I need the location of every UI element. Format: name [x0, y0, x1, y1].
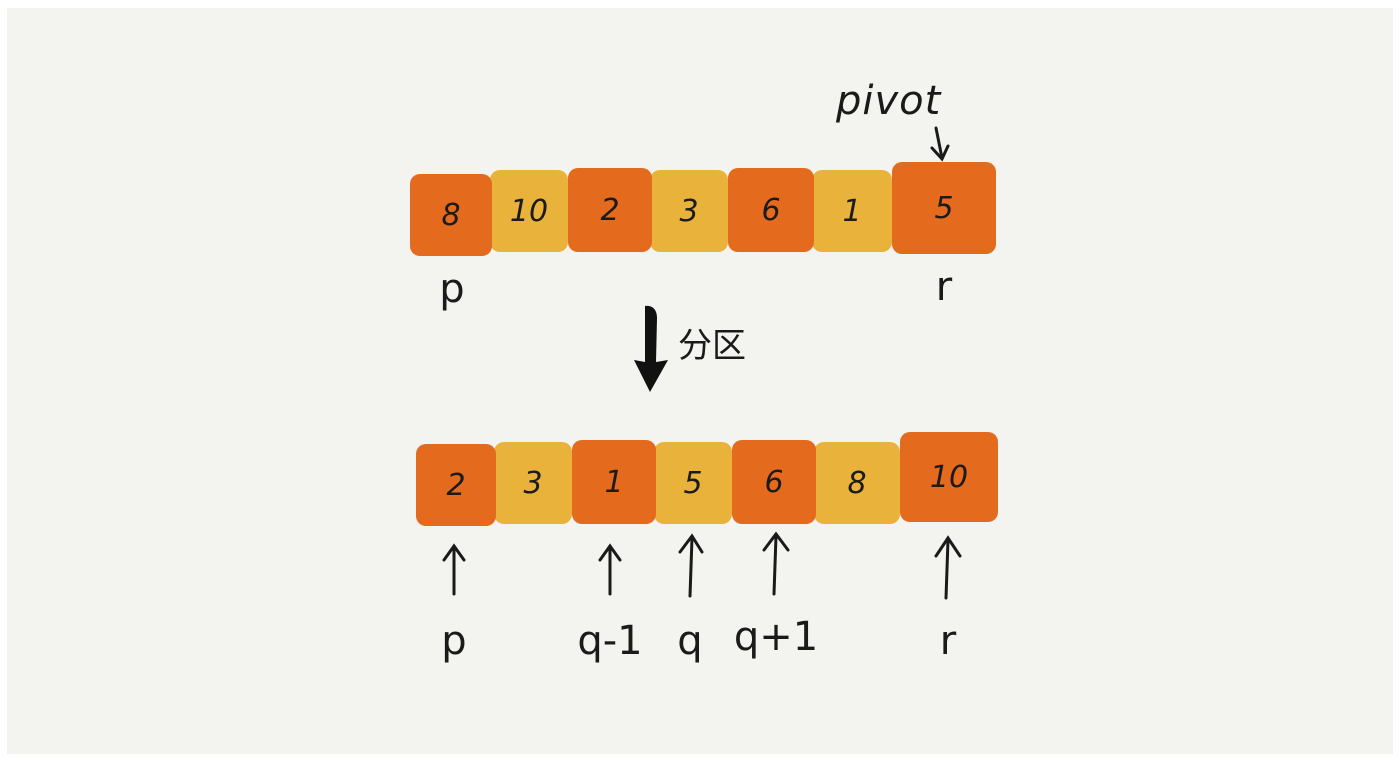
- top-cell-pivot: 5: [892, 162, 996, 254]
- top-cell: 2: [568, 168, 652, 252]
- partition-label: 分区: [678, 326, 746, 366]
- top-cell: 1: [812, 170, 892, 252]
- top-cell: 3: [650, 170, 728, 252]
- diagram-canvas: [7, 8, 1393, 754]
- bottom-pointer-q: q: [677, 618, 703, 664]
- bottom-pointer-p: p: [441, 618, 467, 664]
- bottom-pointer-q-minus-1: q-1: [577, 618, 643, 664]
- pivot-label: pivot: [836, 78, 942, 124]
- top-pointer-r: r: [935, 264, 953, 310]
- top-cell: 10: [490, 170, 568, 252]
- top-cell: 6: [728, 168, 814, 252]
- bottom-cell: 8: [814, 442, 900, 524]
- bottom-cell: 1: [572, 440, 656, 524]
- bottom-cell: 3: [494, 442, 572, 524]
- bottom-cell: 6: [732, 440, 816, 524]
- bottom-pointer-r: r: [939, 618, 957, 664]
- top-pointer-p: p: [439, 266, 465, 312]
- bottom-cell: 2: [416, 444, 496, 526]
- bottom-pointer-q-plus-1: q+1: [733, 614, 819, 660]
- array-after-partition: 2 3 1 5 6 8 10: [416, 432, 998, 526]
- bottom-cell: 10: [900, 432, 998, 522]
- top-cell: 8: [410, 174, 492, 256]
- bottom-cell: 5: [654, 442, 732, 524]
- array-before-partition: 8 10 2 3 6 1 5: [410, 162, 996, 256]
